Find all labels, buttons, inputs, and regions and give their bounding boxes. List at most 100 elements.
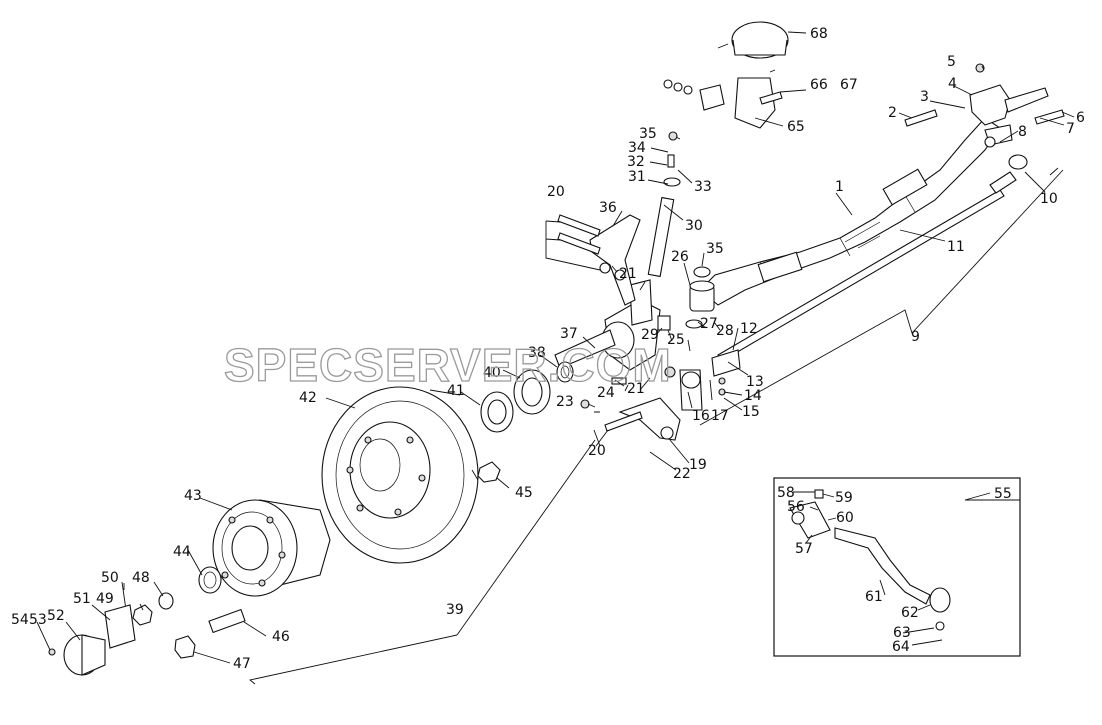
label-11: 11	[947, 239, 965, 255]
label-15: 15	[742, 404, 760, 420]
label-21-top: 21	[619, 266, 637, 282]
label-9: 9	[911, 329, 920, 345]
leader-lines	[36, 31, 1075, 685]
kingpin-hardware	[657, 131, 715, 331]
label-22: 22	[673, 466, 691, 482]
label-6: 6	[1076, 110, 1085, 126]
oil-seal	[556, 361, 574, 383]
label-62: 62	[901, 605, 919, 621]
nut-49	[132, 604, 153, 626]
label-28: 28	[716, 323, 734, 339]
gasket-51	[104, 604, 136, 649]
label-44: 44	[173, 544, 191, 560]
label-68: 68	[810, 26, 828, 42]
label-48: 48	[132, 570, 150, 586]
steering-arm	[589, 214, 641, 306]
watermark-text: SPECSERVER.COM	[224, 339, 672, 391]
drag-link-inset	[773, 477, 1021, 657]
label-12: 12	[740, 321, 758, 337]
label-25: 25	[667, 332, 685, 348]
label-56: 56	[787, 499, 805, 515]
label-4: 4	[948, 76, 957, 92]
label-17: 17	[711, 408, 729, 424]
label-14: 14	[744, 388, 762, 404]
label-55: 55	[994, 486, 1012, 502]
label-61: 61	[865, 589, 883, 605]
brake-drum	[321, 386, 479, 564]
label-59: 59	[835, 490, 853, 506]
label-42: 42	[299, 390, 317, 406]
outer-bearing	[198, 566, 222, 594]
label-20-bottom: 20	[588, 443, 606, 459]
bolts-20-upper	[557, 214, 601, 255]
label-23: 23	[556, 394, 574, 410]
left-steering-knuckle	[554, 279, 661, 371]
label-38: 38	[528, 345, 546, 361]
nut-45	[477, 461, 501, 483]
cotter-pin-50	[121, 581, 127, 611]
label-2: 2	[888, 105, 897, 121]
label-29: 29	[641, 327, 659, 343]
label-10: 10	[1040, 191, 1058, 207]
label-37: 37	[560, 326, 578, 342]
label-33: 33	[694, 179, 712, 195]
callout-labels: 1 2 3 4 5 6 7 8 9 10 11 12 13 14 15 16 1…	[11, 26, 1085, 672]
label-21-bottom: 21	[627, 381, 645, 397]
label-40: 40	[483, 365, 501, 381]
inner-bearing-cup	[513, 369, 551, 415]
tie-rod-end-left	[664, 366, 703, 411]
tie-rod	[717, 154, 1028, 362]
label-30: 30	[685, 218, 703, 234]
label-57: 57	[795, 541, 813, 557]
label-53: 53	[29, 612, 47, 628]
label-32: 32	[627, 154, 645, 170]
washer-48	[158, 592, 174, 610]
label-35-mid: 35	[706, 241, 724, 257]
wheel-nut-47	[174, 635, 196, 659]
label-66: 66	[810, 77, 828, 93]
label-26: 26	[671, 249, 689, 265]
label-13: 13	[746, 374, 764, 390]
label-46: 46	[272, 629, 290, 645]
label-60: 60	[836, 510, 854, 526]
label-20-top: 20	[547, 184, 565, 200]
right-steering-knuckle	[969, 63, 1049, 148]
label-27: 27	[700, 316, 718, 332]
label-39: 39	[446, 602, 464, 618]
label-8: 8	[1018, 124, 1027, 140]
label-34: 34	[628, 140, 646, 156]
clamp-12-13	[711, 349, 741, 396]
kingpin	[647, 196, 675, 278]
label-7: 7	[1066, 121, 1075, 137]
label-3: 3	[920, 89, 929, 105]
label-52: 52	[47, 608, 65, 624]
label-51: 51	[73, 591, 91, 607]
inner-bearing-cone	[480, 391, 514, 433]
bolt-2	[904, 109, 938, 127]
label-41: 41	[447, 383, 465, 399]
label-65: 65	[787, 119, 805, 135]
label-64: 64	[892, 639, 910, 655]
label-54: 54	[11, 612, 29, 628]
label-36: 36	[599, 200, 617, 216]
bolts-53-54	[48, 648, 56, 656]
label-63: 63	[893, 625, 911, 641]
label-50: 50	[101, 570, 119, 586]
wheel-hub	[212, 499, 331, 597]
label-49: 49	[96, 591, 114, 607]
label-5: 5	[947, 54, 956, 70]
label-19: 19	[689, 457, 707, 473]
label-43: 43	[184, 488, 202, 504]
label-45: 45	[515, 485, 533, 501]
label-1: 1	[835, 179, 844, 195]
label-16: 16	[692, 408, 710, 424]
brake-chamber	[663, 21, 789, 129]
wheel-stud-46	[208, 608, 246, 634]
hub-cap-52	[63, 634, 106, 676]
label-31: 31	[628, 169, 646, 185]
label-58: 58	[777, 485, 795, 501]
label-35-top: 35	[639, 126, 657, 142]
label-47: 47	[233, 656, 251, 672]
bolt-7	[1034, 109, 1065, 125]
